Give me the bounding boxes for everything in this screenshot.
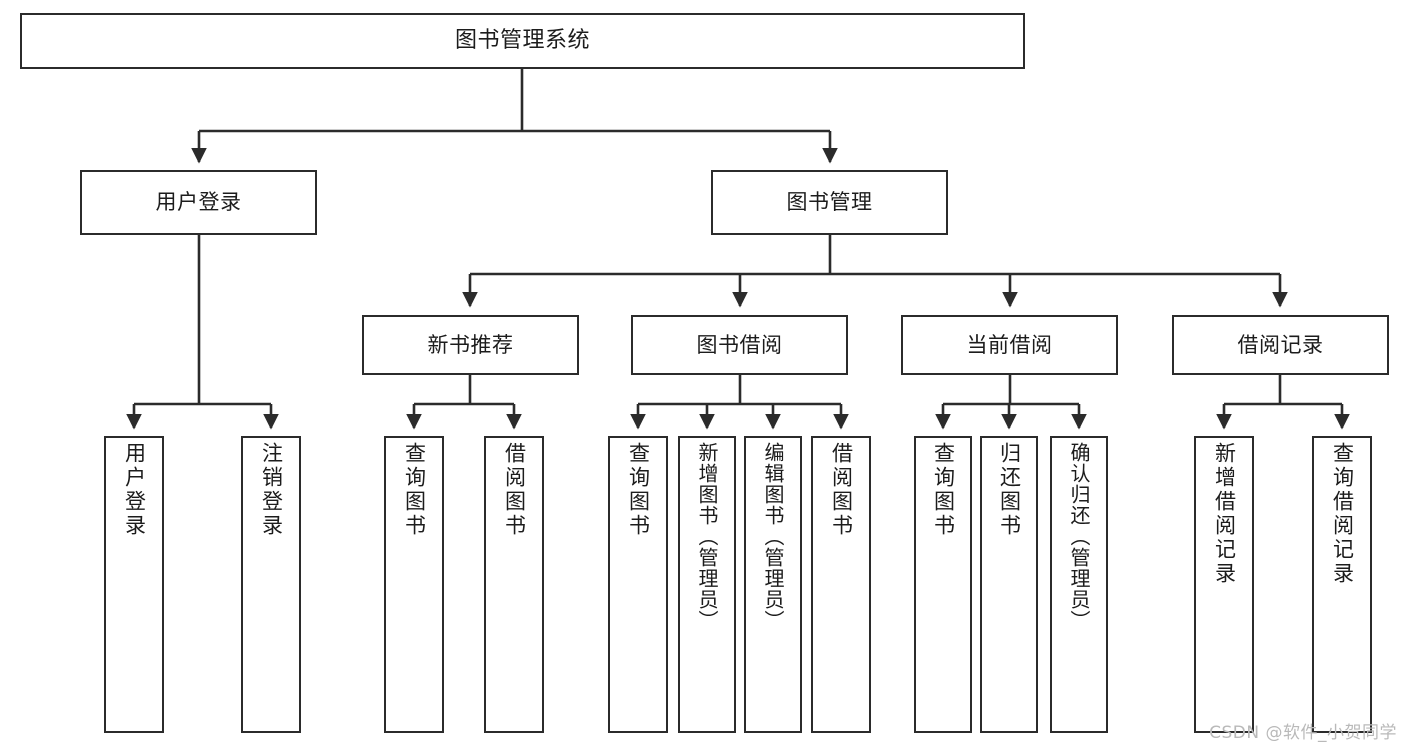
node-leaf-add-record[interactable]: 新增借阅记录 [1194,436,1254,733]
node-leaf-query-book-2[interactable]: 查询图书 [608,436,668,733]
node-leaf-confirm-return[interactable]: 确认归还（管理员） [1050,436,1108,733]
node-label: 借阅图书 [829,442,854,538]
node-label: 归还图书 [997,442,1022,538]
node-leaf-borrow-book-1[interactable]: 借阅图书 [484,436,544,733]
node-book-borrow[interactable]: 图书借阅 [631,315,848,375]
node-leaf-query-book-1[interactable]: 查询图书 [384,436,444,733]
node-leaf-query-record[interactable]: 查询借阅记录 [1312,436,1372,733]
node-root-system[interactable]: 图书管理系统 [20,13,1025,69]
node-label: 图书借阅 [696,332,783,357]
node-label: 当前借阅 [966,332,1053,357]
csdn-watermark: CSDN @软件_小贺同学 [1209,723,1397,743]
node-leaf-return-book[interactable]: 归还图书 [980,436,1038,733]
node-leaf-add-book[interactable]: 新增图书（管理员） [678,436,736,733]
node-leaf-query-book-3[interactable]: 查询图书 [914,436,972,733]
node-label: 查询图书 [402,442,427,538]
node-label: 图书管理 [786,190,873,215]
node-leaf-logout[interactable]: 注销登录 [241,436,301,733]
node-label: 查询图书 [626,442,651,538]
node-label: 查询借阅记录 [1330,442,1355,586]
node-label: 借阅图书 [502,442,527,538]
node-leaf-edit-book[interactable]: 编辑图书（管理员） [744,436,802,733]
node-label: 新增图书（管理员） [695,442,719,631]
node-book-manage[interactable]: 图书管理 [711,170,948,235]
node-label: 新书推荐 [427,332,514,357]
node-label: 编辑图书（管理员） [761,442,785,631]
node-label: 确认归还（管理员） [1067,442,1091,631]
node-label: 新增借阅记录 [1212,442,1237,586]
node-label: 用户登录 [122,442,147,538]
node-borrow-record[interactable]: 借阅记录 [1172,315,1389,375]
node-current-borrow[interactable]: 当前借阅 [901,315,1118,375]
node-label: 注销登录 [259,442,284,538]
node-leaf-user-login[interactable]: 用户登录 [104,436,164,733]
node-label: 用户登录 [155,190,242,215]
node-new-book-rec[interactable]: 新书推荐 [362,315,579,375]
node-label: 查询图书 [931,442,956,538]
node-leaf-borrow-book-2[interactable]: 借阅图书 [811,436,871,733]
node-label: 图书管理系统 [454,28,590,54]
node-label: 借阅记录 [1237,332,1324,357]
node-user-login[interactable]: 用户登录 [80,170,317,235]
